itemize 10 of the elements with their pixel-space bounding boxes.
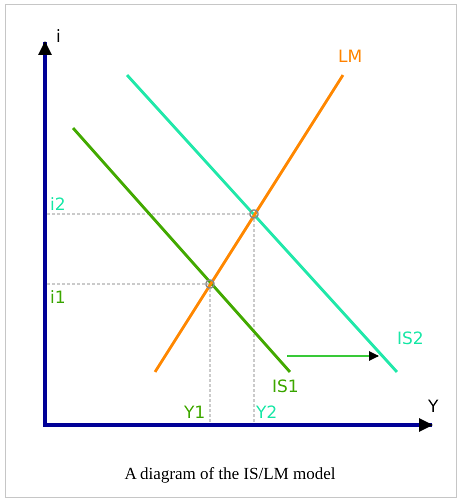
interest-rate-label: i1: [50, 289, 66, 307]
output-label: Y1: [184, 404, 206, 422]
interest-rate-label: i2: [50, 196, 66, 214]
figure-caption: A diagram of the IS/LM model: [123, 464, 337, 484]
axis-label: Y: [428, 398, 438, 416]
curve-label: IS1: [272, 378, 299, 396]
output-label: Y2: [256, 404, 278, 422]
curve-label: LM: [338, 48, 362, 66]
axis-label: i: [56, 28, 61, 46]
curve-label: IS2: [397, 330, 424, 348]
